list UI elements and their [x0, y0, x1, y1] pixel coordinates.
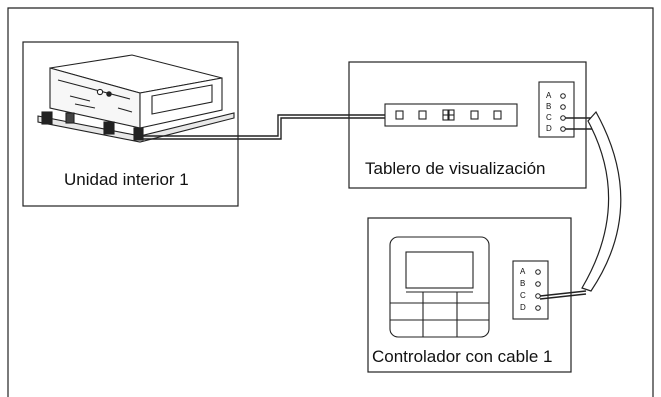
controller-cable: [581, 110, 622, 292]
display-terminal-d: D: [546, 124, 552, 133]
controller-terminal-screws: [535, 269, 541, 311]
controller-terminal-a: A: [520, 267, 526, 276]
outer-frame: [7, 7, 654, 397]
indoor-unit-icon: [37, 54, 235, 143]
display-terminal-a: A: [546, 91, 552, 100]
indoor-unit-label: Unidad interior 1: [64, 170, 189, 189]
wired-controller-icon: [389, 236, 490, 338]
display-terminal-block: [538, 81, 575, 138]
controller-terminal-c: C: [520, 291, 526, 300]
controller-terminal-block: [512, 260, 549, 320]
display-terminal-b: B: [546, 102, 552, 111]
display-terminal-c: C: [546, 113, 552, 122]
controller-terminal-d: D: [520, 303, 526, 312]
wired-controller-label: Controlador con cable 1: [372, 347, 553, 366]
signal-wire: [140, 114, 385, 140]
display-connector-strip: [384, 103, 518, 127]
display-board-label: Tablero de visualización: [365, 159, 546, 178]
controller-terminal-leads: [539, 290, 587, 300]
controller-terminal-b: B: [520, 279, 526, 288]
